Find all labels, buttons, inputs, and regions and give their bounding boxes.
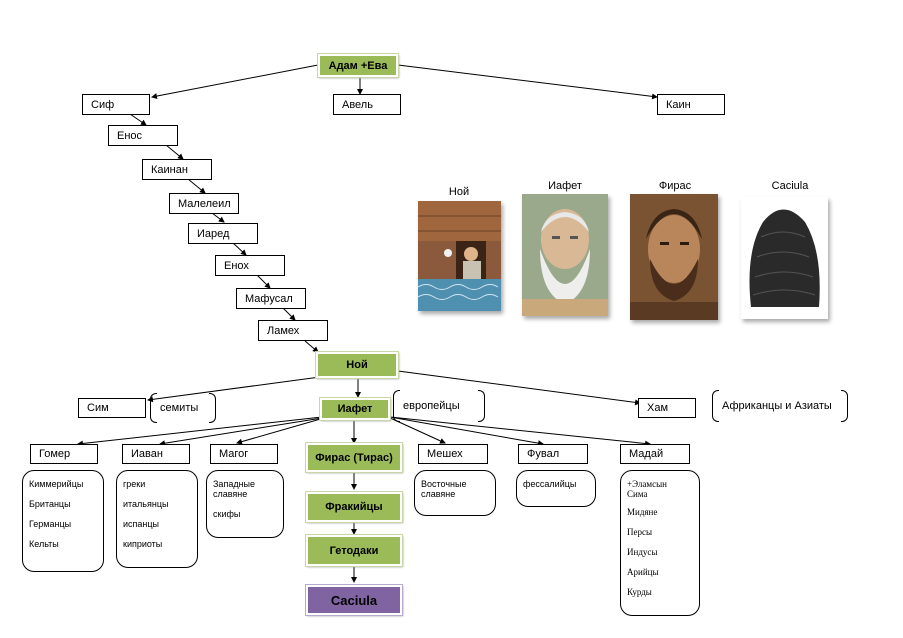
node-iavan: Иаван bbox=[122, 444, 190, 464]
firas-portrait-image bbox=[630, 194, 718, 320]
peoples-fuval: фессалийцы bbox=[516, 470, 596, 507]
caption-firas: Фирас bbox=[658, 180, 692, 192]
node-frakiytsy: Фракийцы bbox=[305, 491, 403, 523]
node-meshekh: Мешех bbox=[418, 444, 488, 464]
node-lamekh: Ламех bbox=[258, 320, 328, 341]
peoples-iavan: греки итальянцы испанцы киприоты bbox=[116, 470, 198, 568]
node-gomer: Гомер bbox=[30, 444, 98, 464]
peoples-gomer: Киммерийцы Британцы Германцы Кельты bbox=[22, 470, 104, 572]
group-africans: Африканцы и Азиаты bbox=[712, 390, 848, 422]
caption-iafet: Иафет bbox=[548, 180, 582, 192]
node-magog: Магог bbox=[210, 444, 278, 464]
peoples-maday: +Эламсын Сима Мидяне Персы Индусы Арийцы… bbox=[620, 470, 700, 616]
caciula-hat-image bbox=[741, 197, 828, 319]
node-firas: Фирас (Тирас) bbox=[305, 442, 403, 473]
node-kainan: Каинан bbox=[142, 159, 212, 180]
node-mafusal: Мафусал bbox=[236, 288, 306, 309]
node-fuval: Фувал bbox=[518, 444, 588, 464]
iafet-portrait-image bbox=[522, 194, 608, 316]
noy-portrait-image bbox=[418, 201, 501, 311]
caption-noy: Ной bbox=[448, 186, 470, 198]
node-maleleil: Малелеил bbox=[169, 193, 239, 214]
node-noy: Ной bbox=[315, 351, 399, 379]
peoples-meshekh: Восточные славяне bbox=[414, 470, 496, 516]
caption-caciula: Caciula bbox=[771, 180, 809, 192]
node-avel: Авель bbox=[333, 94, 401, 115]
node-enos: Енос bbox=[108, 125, 178, 146]
node-sim: Сим bbox=[78, 398, 146, 418]
node-iared: Иаред bbox=[188, 223, 258, 244]
node-maday: Мадай bbox=[620, 444, 690, 464]
peoples-magog: Западные славяне скифы bbox=[206, 470, 284, 538]
group-europeans: европейцы bbox=[393, 390, 485, 422]
node-ham: Хам bbox=[638, 398, 696, 418]
node-caciula: Caciula bbox=[305, 584, 403, 616]
node-adam-eva: Адам +Ева bbox=[317, 53, 399, 78]
node-iafet: Иафет bbox=[319, 397, 391, 421]
node-sif: Сиф bbox=[82, 94, 150, 115]
group-semity: семиты bbox=[150, 393, 216, 423]
node-enokh: Енох bbox=[215, 255, 285, 276]
node-getodaki: Гетодаки bbox=[305, 534, 403, 567]
node-kain: Каин bbox=[657, 94, 725, 115]
